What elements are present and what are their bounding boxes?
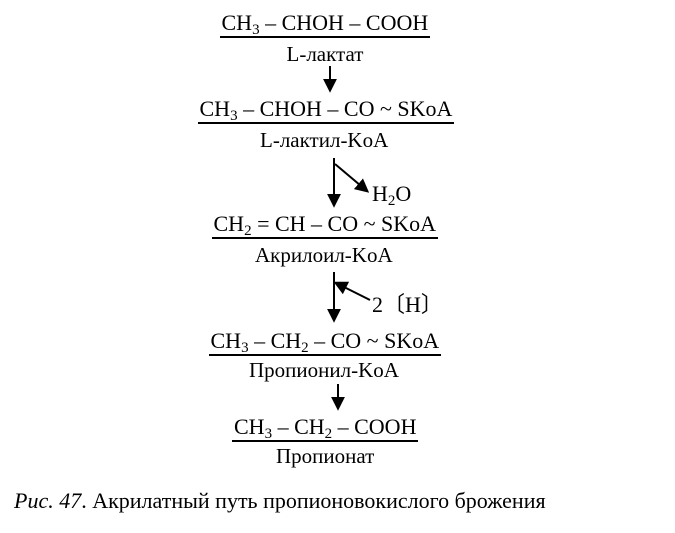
- lactate-formula: CH3 – CHOH – COOH: [219, 10, 431, 38]
- propionate-formula: CH3 – CH2 – COOH: [232, 414, 419, 442]
- formula-part: – CH: [248, 328, 302, 353]
- figure-number: Рис. 47: [14, 488, 82, 513]
- formula-part: – COOH: [332, 414, 417, 439]
- formula-part: – CH: [272, 414, 325, 439]
- formula-underline: [211, 237, 439, 239]
- formula-part: CH: [213, 211, 245, 236]
- formula-part: H: [372, 181, 388, 206]
- caption-separator: .: [81, 488, 93, 513]
- acryloyl-coa-formula: CH2 = CH – CO ~ SKoA: [211, 211, 439, 239]
- formula-subscript: 2: [244, 223, 252, 239]
- arrow-hydrogen-uptake: [333, 281, 371, 301]
- water-label: H2O: [372, 181, 412, 209]
- formula-part: CH: [210, 328, 242, 353]
- lactyl-coa-name: L-лактил-KoA: [260, 128, 389, 152]
- formula-part: O: [395, 181, 412, 206]
- propionate-name: Пропионат: [276, 444, 375, 468]
- figure-caption: Рис. 47. Акрилатный путь пропионовокисло…: [14, 488, 546, 514]
- caption-text: Акрилатный путь пропионовокислого брожен…: [92, 488, 546, 513]
- formula-subscript: 3: [264, 426, 273, 442]
- formula-underline: [197, 122, 455, 124]
- formula-part: CH: [234, 414, 265, 439]
- formula-subscript: 2: [324, 426, 333, 442]
- propionyl-coa-name: Пропионил-KoA: [249, 358, 399, 382]
- formula-part: CH: [221, 10, 253, 35]
- formula-part: – CO ~ SKoA: [308, 328, 440, 353]
- formula-underline: [219, 36, 431, 38]
- formula-subscript: 3: [252, 22, 260, 38]
- formula-underline: [208, 354, 442, 356]
- arrow-water-release: [334, 163, 370, 193]
- propionyl-coa-formula: CH3 – CH2 – CO ~ SKoA: [208, 328, 442, 356]
- formula-subscript: 2: [301, 340, 309, 356]
- formula-part: – CHOH – CO ~ SKoA: [237, 96, 453, 121]
- acryloyl-coa-name: Акрилоил-KoA: [255, 243, 393, 267]
- formula-underline: [232, 440, 419, 442]
- formula-subscript: 2: [387, 193, 396, 209]
- formula-part: CH: [199, 96, 231, 121]
- hydrogen-label: 2〔H〕: [372, 292, 443, 317]
- lactate-name: L-лактат: [286, 42, 364, 66]
- formula-subscript: 3: [241, 340, 249, 356]
- formula-part: = CH – CO ~ SKoA: [251, 211, 437, 236]
- formula-subscript: 3: [230, 108, 238, 124]
- lactyl-coa-formula: CH3 – CHOH – CO ~ SKoA: [197, 96, 455, 124]
- formula-part: – CHOH – COOH: [259, 10, 429, 35]
